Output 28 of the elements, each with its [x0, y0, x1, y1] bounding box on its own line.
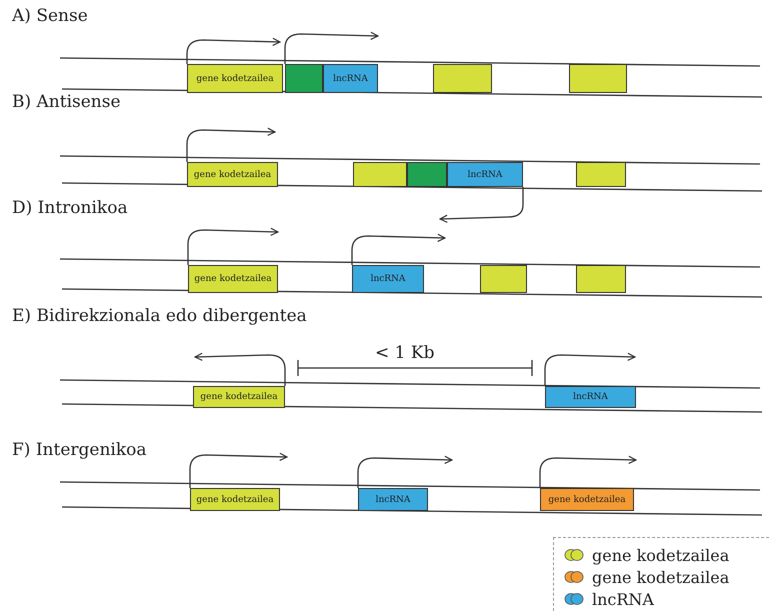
panel-title: F) Intergenikoa [12, 440, 147, 460]
panel-title: D) Intronikoa [12, 198, 128, 218]
lncrna-box: lncRNA [358, 488, 428, 511]
gene-box: gene kodetzailea [190, 488, 280, 511]
exon-box [576, 265, 626, 293]
lncrna-box: lncRNA [323, 64, 378, 93]
dimension-label: < 1 Kb [375, 343, 434, 363]
lncrna-box: lncRNA [447, 162, 523, 187]
panel-title: E) Bidirekzionala edo dibergentea [12, 306, 307, 326]
exon-box [576, 162, 626, 187]
legend-label: gene kodetzailea [592, 568, 730, 587]
exon-box [433, 64, 492, 93]
exon-box [353, 162, 407, 187]
exon-box [407, 162, 447, 187]
lncrna-box: lncRNA [545, 386, 636, 408]
gene-box: gene kodetzailea [540, 488, 634, 511]
gene-box: gene kodetzailea [188, 265, 278, 293]
panel-title: B) Antisense [12, 92, 121, 112]
exon-box [480, 265, 527, 293]
legend-label: gene kodetzailea [592, 546, 730, 565]
legend-label: lncRNA [592, 590, 654, 609]
lncrna-box: lncRNA [352, 265, 424, 293]
gene-box: gene kodetzailea [187, 64, 283, 93]
panel-title: A) Sense [12, 6, 88, 26]
exon-box [569, 64, 627, 93]
exon-box [285, 64, 323, 93]
gene-box: gene kodetzailea [187, 162, 278, 187]
gene-box: gene kodetzailea [193, 386, 285, 408]
